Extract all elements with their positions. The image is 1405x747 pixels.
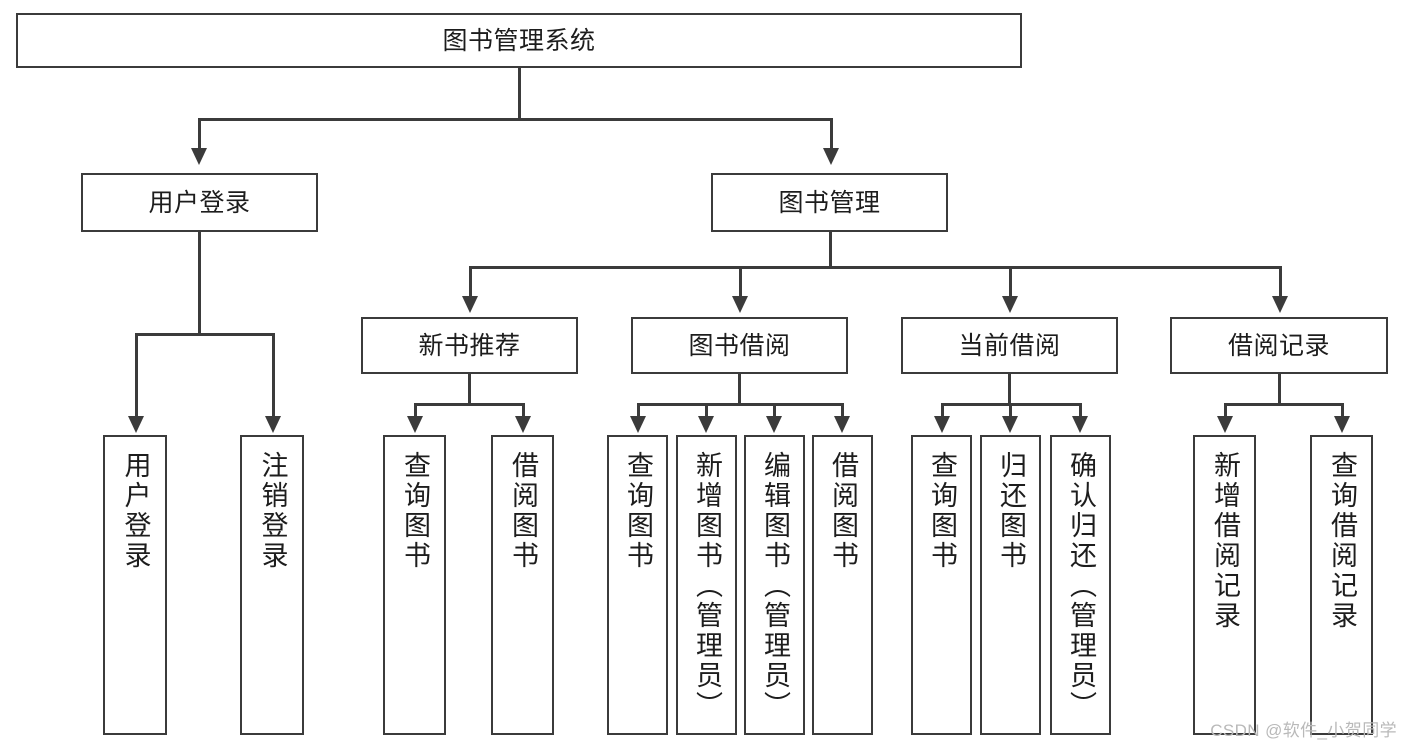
node-borrow-record[interactable]: 借阅记录 <box>1170 317 1388 374</box>
node-label: 图书管理 <box>778 188 881 217</box>
arrow-newbook-to-leaf1 <box>407 416 423 433</box>
leaf-label: 查询图书 <box>927 451 957 571</box>
arrow-bookmanage-to-b3 <box>1002 296 1018 313</box>
node-label: 用户登录 <box>148 188 251 217</box>
leaf-label: 编辑图书（管理员） <box>760 451 790 721</box>
arrow-bookmanage-to-b2 <box>732 296 748 313</box>
arrow-root-to-user-login <box>191 148 207 165</box>
connector-newbook-bus <box>414 403 522 406</box>
arrow-borrowrecord-to-leaf1 <box>1217 416 1233 433</box>
arrow-userlogin-to-leaf2 <box>265 416 281 433</box>
leaf-label: 用户登录 <box>120 451 151 571</box>
connector-bookborrow-to-leaf4 <box>841 403 844 418</box>
arrow-bookborrow-to-leaf4 <box>834 416 850 433</box>
connector-currentborrow-to-leaf1 <box>941 403 944 418</box>
leaf-label: 确认归还（管理员） <box>1066 451 1096 721</box>
connector-borrowrecord-to-leaf1 <box>1224 403 1227 418</box>
leaf-label: 借阅图书 <box>828 451 858 571</box>
leaf-query-book-current[interactable]: 查询图书 <box>911 435 972 735</box>
leaf-label: 注销登录 <box>257 451 288 571</box>
arrow-bookmanage-to-b4 <box>1272 296 1288 313</box>
connector-root-stem <box>518 68 521 118</box>
leaf-label: 查询图书 <box>400 451 430 571</box>
connector-currentborrow-to-leaf2 <box>1009 403 1012 418</box>
leaf-user-login[interactable]: 用户登录 <box>103 435 167 735</box>
connector-bookborrow-bus <box>637 403 841 406</box>
leaf-add-borrow-record[interactable]: 新增借阅记录 <box>1193 435 1256 735</box>
node-book-manage[interactable]: 图书管理 <box>711 173 948 232</box>
connector-currentborrow-stem <box>1008 374 1011 405</box>
node-new-book-rec[interactable]: 新书推荐 <box>361 317 578 374</box>
connector-newbook-to-leaf1 <box>414 403 417 418</box>
connector-borrowrecord-stem <box>1278 374 1281 405</box>
connector-bookmanage-to-b2 <box>739 266 742 298</box>
csdn-watermark: CSDN @软件_小贺同学 <box>1210 721 1397 740</box>
leaf-logout-login[interactable]: 注销登录 <box>240 435 304 735</box>
leaf-label: 查询图书 <box>623 451 653 571</box>
connector-bookborrow-to-leaf3 <box>773 403 776 418</box>
arrow-currentborrow-to-leaf2 <box>1002 416 1018 433</box>
connector-root-bus <box>198 118 832 121</box>
leaf-query-borrow-record[interactable]: 查询借阅记录 <box>1310 435 1373 735</box>
node-label: 借阅记录 <box>1227 331 1330 360</box>
leaf-label: 新增借阅记录 <box>1210 451 1240 631</box>
connector-borrowrecord-bus <box>1224 403 1341 406</box>
connector-bookborrow-stem <box>738 374 741 405</box>
leaf-return-book[interactable]: 归还图书 <box>980 435 1041 735</box>
leaf-add-book-admin[interactable]: 新增图书（管理员） <box>676 435 737 735</box>
leaf-label: 借阅图书 <box>508 451 538 571</box>
connector-bookborrow-to-leaf1 <box>637 403 640 418</box>
connector-bookmanage-to-b3 <box>1009 266 1012 298</box>
connector-bookmanage-stem <box>829 232 832 268</box>
node-current-borrow[interactable]: 当前借阅 <box>901 317 1118 374</box>
leaf-query-book-newrec[interactable]: 查询图书 <box>383 435 446 735</box>
arrow-root-to-book-manage <box>823 148 839 165</box>
arrow-bookmanage-to-b1 <box>462 296 478 313</box>
node-user-login[interactable]: 用户登录 <box>81 173 318 232</box>
node-label: 当前借阅 <box>958 331 1061 360</box>
leaf-label: 归还图书 <box>996 451 1026 571</box>
leaf-label: 新增图书（管理员） <box>692 451 722 721</box>
node-label: 图书借阅 <box>688 331 791 360</box>
connector-bookmanage-bus <box>469 266 1281 269</box>
node-book-borrow[interactable]: 图书借阅 <box>631 317 848 374</box>
leaf-confirm-return-admin[interactable]: 确认归还（管理员） <box>1050 435 1111 735</box>
node-root-system[interactable]: 图书管理系统 <box>16 13 1022 68</box>
connector-bookmanage-to-b1 <box>469 266 472 298</box>
connector-userlogin-to-leaf1 <box>135 333 138 418</box>
leaf-borrow-book-newrec[interactable]: 借阅图书 <box>491 435 554 735</box>
connector-root-to-user-login <box>198 118 201 148</box>
arrow-bookborrow-to-leaf2 <box>698 416 714 433</box>
arrow-userlogin-to-leaf1 <box>128 416 144 433</box>
connector-newbook-to-leaf2 <box>522 403 525 418</box>
connector-userlogin-bus <box>135 333 274 336</box>
connector-borrowrecord-to-leaf2 <box>1341 403 1344 418</box>
node-label: 图书管理系统 <box>442 26 596 55</box>
connector-newbook-stem <box>468 374 471 405</box>
leaf-label: 查询借阅记录 <box>1327 451 1357 631</box>
connector-root-to-book-manage <box>830 118 833 148</box>
connector-bookborrow-to-leaf2 <box>705 403 708 418</box>
connector-userlogin-to-leaf2 <box>272 333 275 418</box>
arrow-bookborrow-to-leaf1 <box>630 416 646 433</box>
leaf-borrow-book-borrow[interactable]: 借阅图书 <box>812 435 873 735</box>
arrow-currentborrow-to-leaf3 <box>1072 416 1088 433</box>
arrow-bookborrow-to-leaf3 <box>766 416 782 433</box>
node-label: 新书推荐 <box>418 331 521 360</box>
arrow-currentborrow-to-leaf1 <box>934 416 950 433</box>
connector-userlogin-stem <box>198 232 201 335</box>
leaf-query-book-borrow[interactable]: 查询图书 <box>607 435 668 735</box>
leaf-edit-book-admin[interactable]: 编辑图书（管理员） <box>744 435 805 735</box>
arrow-newbook-to-leaf2 <box>515 416 531 433</box>
arrow-borrowrecord-to-leaf2 <box>1334 416 1350 433</box>
connector-bookmanage-to-b4 <box>1279 266 1282 298</box>
connector-currentborrow-to-leaf3 <box>1079 403 1082 418</box>
